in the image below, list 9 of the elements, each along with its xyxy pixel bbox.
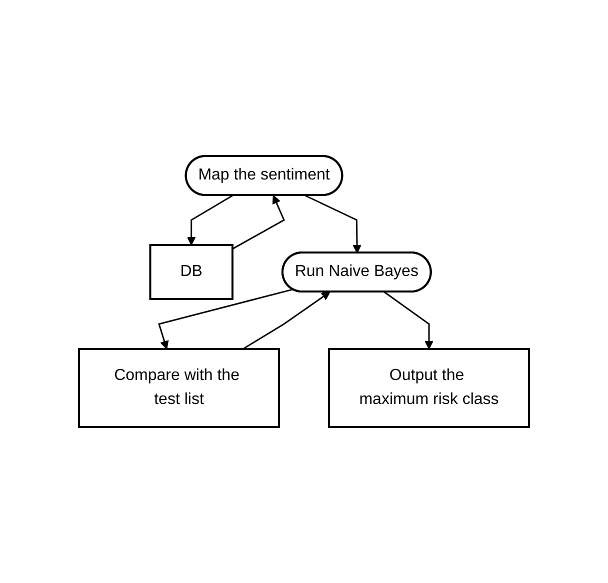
arrow (384, 291, 434, 350)
node-box: Compare with the test list (78, 348, 280, 428)
arrow (158, 288, 293, 350)
arrow (242, 292, 330, 350)
arrow (232, 195, 285, 250)
arrow (304, 194, 362, 254)
node-box: Output the maximum risk class (328, 348, 530, 428)
arrow (186, 194, 234, 246)
node-box: DB (149, 244, 234, 300)
